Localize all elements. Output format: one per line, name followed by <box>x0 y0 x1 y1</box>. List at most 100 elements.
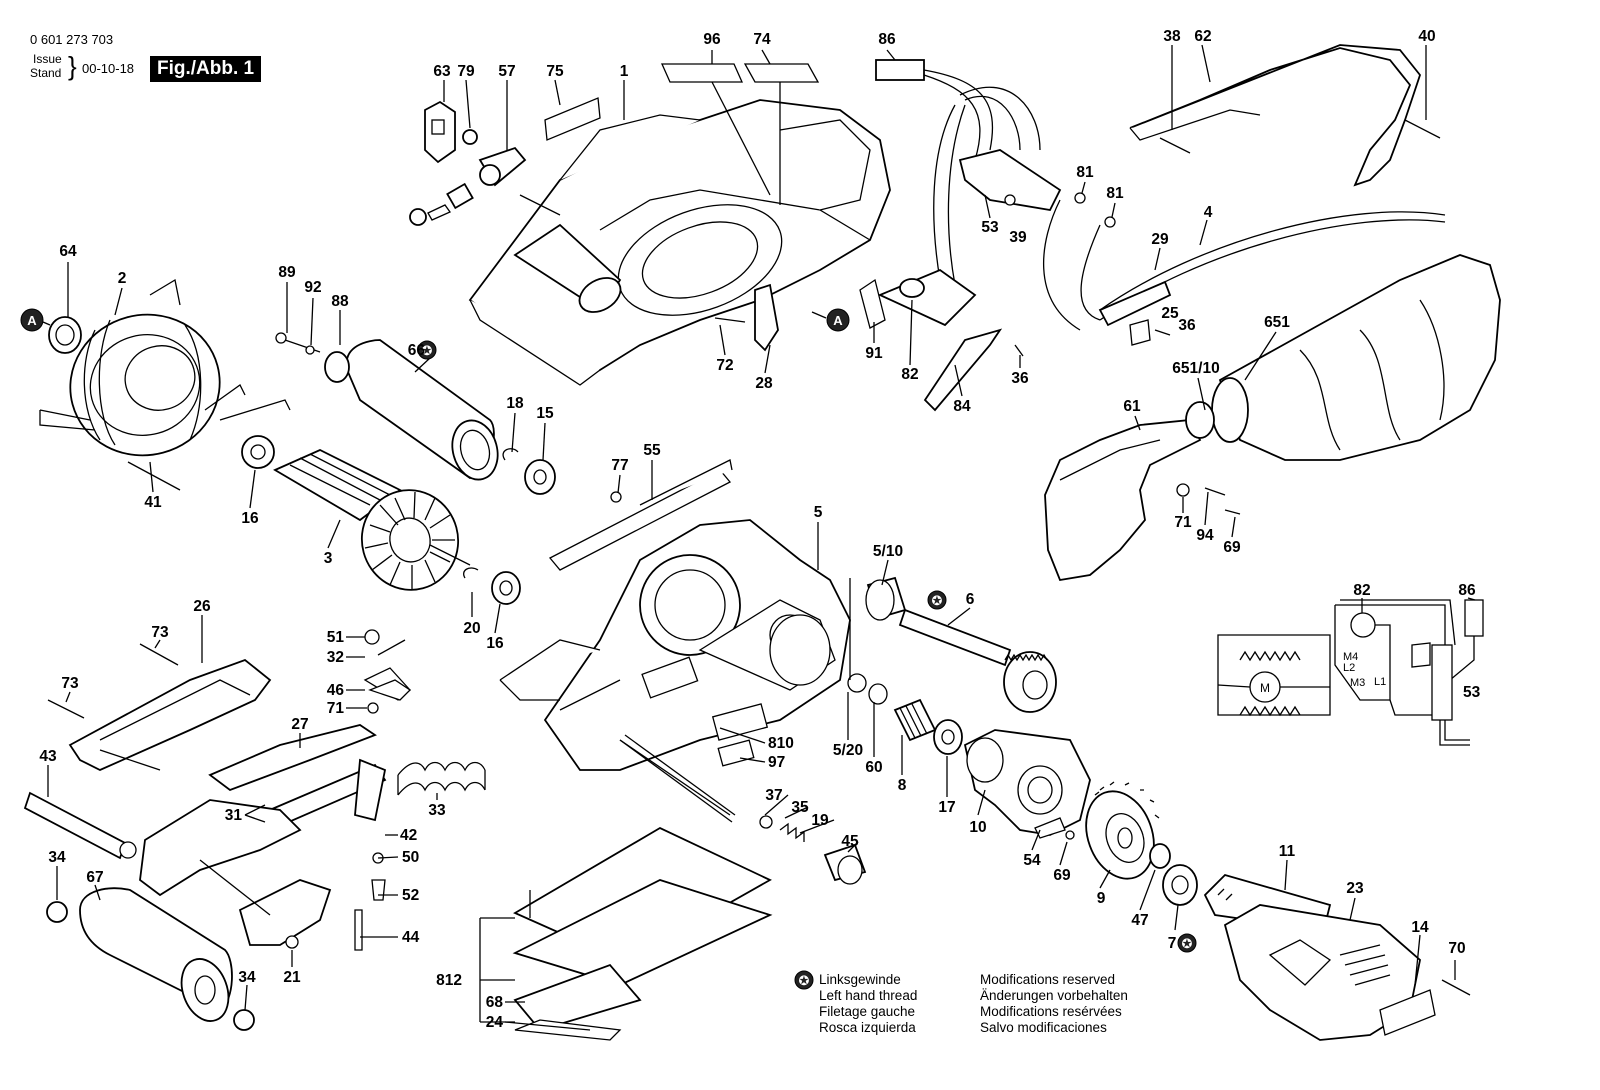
callout: 67 <box>86 869 103 886</box>
tension-lever-part <box>208 629 486 830</box>
header-date: 00-10-18 <box>82 61 135 76</box>
callout: 34 <box>48 849 66 866</box>
motor-housing-part <box>468 99 891 386</box>
callout: 36 <box>1011 370 1029 387</box>
guide-plate-part <box>548 459 733 571</box>
callout: 72 <box>716 357 733 374</box>
callout: 54 <box>1023 852 1041 869</box>
callout: 71 <box>1174 514 1192 531</box>
svg-text:✪: ✪ <box>422 344 433 359</box>
label-plates-part <box>544 63 820 205</box>
callout: 86 <box>878 31 896 48</box>
callout: 51 <box>327 629 345 646</box>
left-thread-star-icon: ✪ <box>1177 933 1197 953</box>
legend-line: Modifications reserved <box>980 972 1116 987</box>
callout: 82 <box>1353 582 1370 599</box>
left-thread-star-icon: ✪ <box>794 970 814 990</box>
callout: 82 <box>901 366 918 383</box>
connection-marker-a-left: A <box>20 308 51 332</box>
switch-and-wiring-part <box>875 59 1446 331</box>
front-handle-part <box>1044 419 1202 582</box>
header-brace: } <box>68 51 77 81</box>
callout: 7 <box>1168 935 1177 952</box>
frame-plate-part <box>47 643 272 771</box>
callout: 88 <box>331 293 349 310</box>
callout: 29 <box>1151 231 1169 248</box>
schematic-label: L1 <box>1374 676 1386 688</box>
callout: 1 <box>620 63 629 80</box>
svg-text:✪: ✪ <box>799 974 810 989</box>
callout: 33 <box>428 802 446 819</box>
callout: 40 <box>1418 28 1435 45</box>
legend-modifications-note: Modifications reserved Änderungen vorbeh… <box>980 972 1128 1036</box>
callout: 73 <box>151 624 169 641</box>
header-part-number: 0 601 273 703 <box>30 32 114 47</box>
callout: 10 <box>969 819 986 836</box>
header-issue-label: Issue <box>33 52 62 66</box>
callout: 97 <box>768 754 785 771</box>
callout: 47 <box>1131 912 1148 929</box>
callout: 20 <box>463 620 480 637</box>
callout: 43 <box>39 748 57 765</box>
callout: 81 <box>1076 164 1094 181</box>
callout: 23 <box>1346 880 1364 897</box>
callout: 94 <box>1196 527 1214 544</box>
marker-label: A <box>833 313 843 328</box>
callout: 70 <box>1448 940 1465 957</box>
motor-symbol-icon: M <box>1260 681 1270 695</box>
gear-housing-part <box>499 519 851 816</box>
callout: 57 <box>498 63 515 80</box>
legend-line: Left hand thread <box>819 988 918 1003</box>
callout: 39 <box>1009 229 1027 246</box>
callout: 812 <box>436 972 462 989</box>
callout: 31 <box>225 807 243 824</box>
callout: 81 <box>1106 185 1124 202</box>
callout: 62 <box>1194 28 1211 45</box>
callout: 11 <box>1279 843 1296 860</box>
callout: 52 <box>402 887 419 904</box>
callout: 73 <box>61 675 79 692</box>
callout: 19 <box>811 812 829 829</box>
gear-cover-part <box>893 698 1091 836</box>
callout: 36 <box>1178 317 1196 334</box>
callout: 16 <box>241 510 259 527</box>
callout: 69 <box>1053 867 1071 884</box>
callout: 63 <box>433 63 451 80</box>
callout: 2 <box>118 270 127 287</box>
legend-thread-note: Linksgewinde Left hand thread Filetage g… <box>819 972 917 1036</box>
callout: 53 <box>1463 684 1481 701</box>
callout: 651 <box>1264 314 1290 331</box>
callout: 53 <box>981 219 999 236</box>
callout: 37 <box>765 787 782 804</box>
legend-line: Rosca izquierda <box>819 1020 916 1035</box>
callout: 5 <box>814 504 823 521</box>
callout: 92 <box>304 279 321 296</box>
callout: 6 <box>966 591 975 608</box>
callout: 68 <box>486 994 504 1011</box>
callout: 32 <box>327 649 344 666</box>
schematic-label: M4 <box>1343 651 1358 663</box>
callout-labels: 96 74 86 38 62 40 63 79 57 75 1 81 81 53… <box>39 28 1480 1031</box>
callout: 77 <box>611 457 628 474</box>
callout: 44 <box>402 929 420 946</box>
callout: 8 <box>898 777 907 794</box>
callout: 26 <box>193 598 211 615</box>
callout: 96 <box>703 31 721 48</box>
callout: 61 <box>1123 398 1141 415</box>
rear-handle-part <box>1129 44 1441 187</box>
header-stand-label: Stand <box>30 66 62 80</box>
figure-title-badge: Fig./Abb. 1 <box>150 56 262 82</box>
wiring-schematic <box>1217 599 1484 746</box>
callout: 66 <box>408 342 426 359</box>
callout: 21 <box>283 969 301 986</box>
legend-line: Modifications resérvées <box>980 1004 1122 1019</box>
svg-text:✪: ✪ <box>1182 937 1193 952</box>
callout: 4 <box>1204 204 1213 221</box>
legend-line: Salvo modificaciones <box>980 1020 1107 1035</box>
callout: 34 <box>238 969 256 986</box>
marker-label: A <box>27 313 37 328</box>
callout: 14 <box>1411 919 1429 936</box>
left-thread-star-icon: ✪ <box>417 340 437 360</box>
callout: 38 <box>1163 28 1181 45</box>
